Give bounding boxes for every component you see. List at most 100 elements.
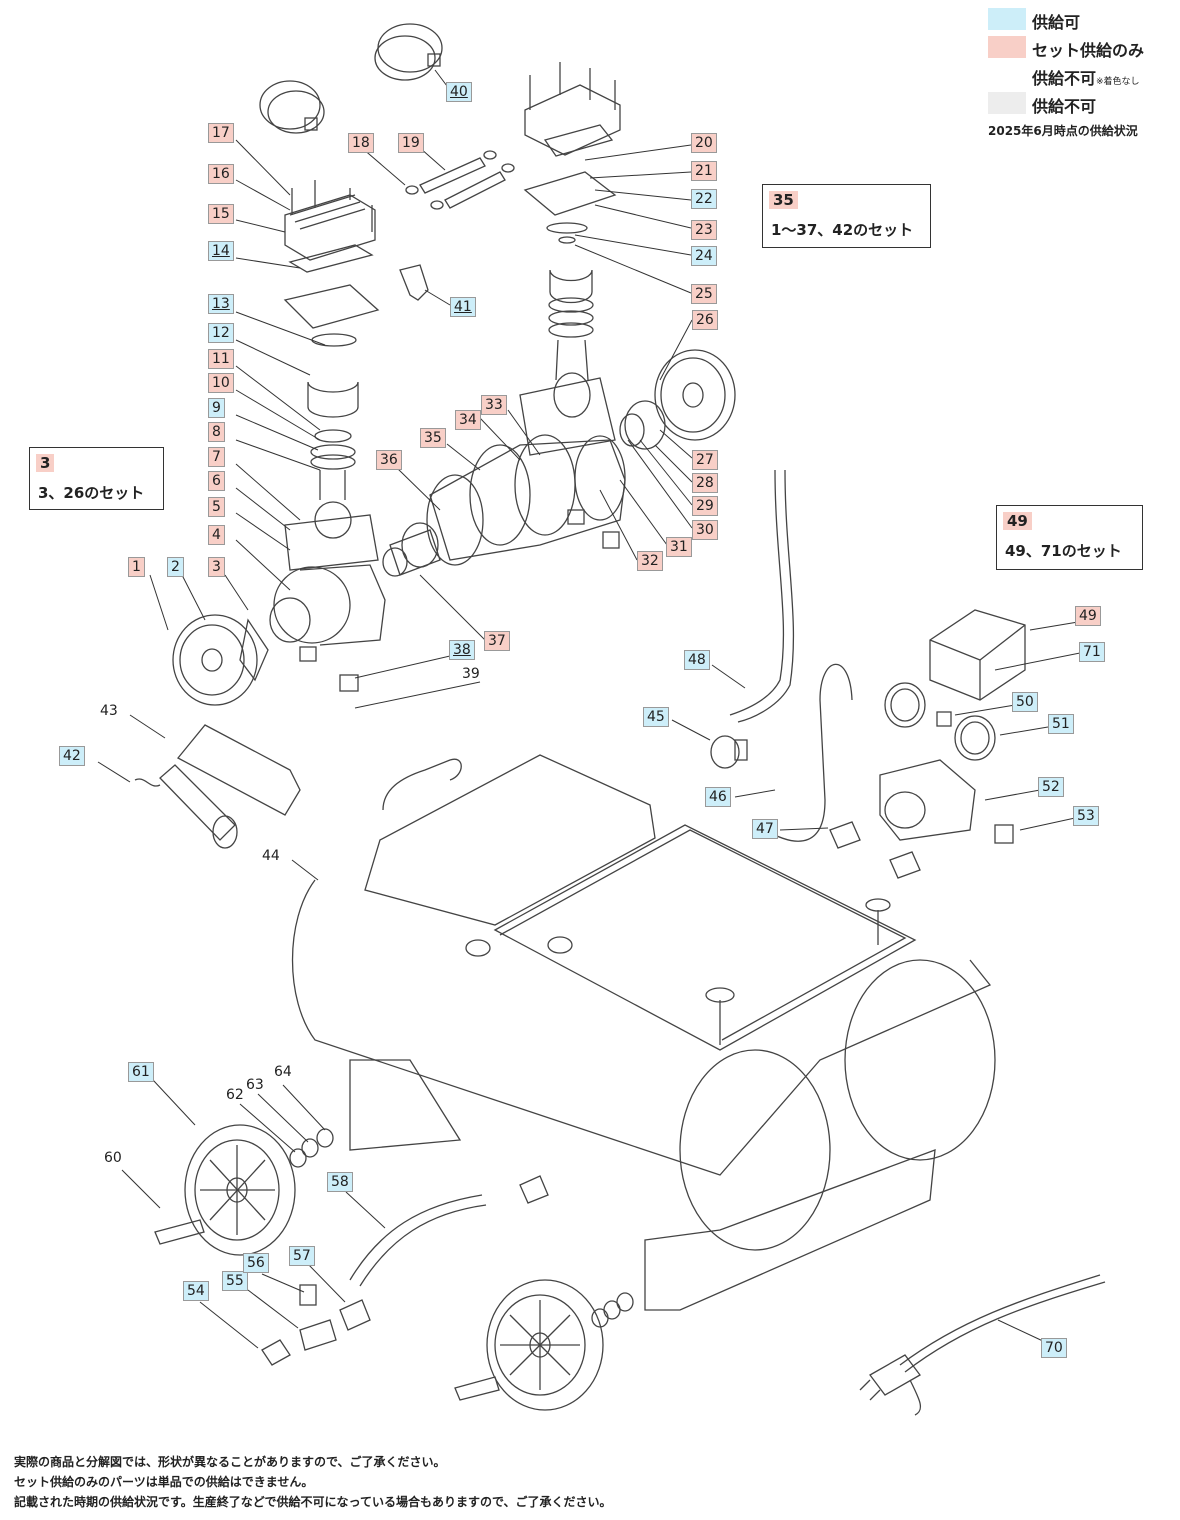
- part-label-32: 32: [637, 551, 663, 571]
- part-label-35: 35: [420, 428, 446, 448]
- set-box-number: 3: [36, 454, 55, 472]
- capacitor-cover: [176, 724, 301, 816]
- part-label-43: 43: [100, 703, 118, 719]
- rubber-feet: [299, 509, 620, 692]
- part-label-50: 50: [1012, 692, 1038, 712]
- part-label-3: 3: [208, 557, 225, 577]
- part-label-38: 38: [449, 640, 475, 660]
- air-filter-top: [374, 23, 443, 81]
- drain-hose: [349, 1194, 483, 1281]
- part-label-61: 61: [128, 1062, 154, 1082]
- left-crankcase: [269, 564, 386, 646]
- part-label-57: 57: [289, 1246, 315, 1266]
- part-label-42: 42: [59, 746, 85, 766]
- part-label-8: 8: [208, 422, 225, 442]
- part-label-22: 22: [691, 189, 717, 209]
- right-fan-cover: [619, 349, 736, 450]
- footer-notes: 実際の商品と分解図では、形状が異なることがありますので、ご了承ください。 セット…: [14, 1452, 612, 1512]
- part-label-63: 63: [246, 1077, 264, 1093]
- manifold: [879, 759, 1014, 844]
- part-label-40: 40: [446, 82, 472, 102]
- set-box-number: 49: [1003, 512, 1032, 530]
- legend-swatch-set-only: [988, 36, 1026, 58]
- part-label-10: 10: [208, 373, 234, 393]
- legend-set-only: セット供給のみ: [988, 34, 1178, 62]
- part-label-46: 46: [705, 787, 731, 807]
- part-label-17: 17: [208, 123, 234, 143]
- part-label-58: 58: [327, 1172, 353, 1192]
- footer-line-2: セット供給のみのパーツは単品での供給はできません。: [14, 1475, 314, 1489]
- part-label-62: 62: [226, 1087, 244, 1103]
- legend-swatch-unavailable: [988, 92, 1026, 114]
- part-label-12: 12: [208, 323, 234, 343]
- part-label-53: 53: [1073, 806, 1099, 826]
- footer-line-1: 実際の商品と分解図では、形状が異なることがありますので、ご了承ください。: [14, 1455, 446, 1469]
- motor-body: [382, 434, 626, 577]
- legend-unavailable-note: ※着色なし: [1096, 77, 1140, 87]
- part-label-30: 30: [692, 520, 718, 540]
- part-label-33: 33: [481, 395, 507, 415]
- right-cylinder-head: [519, 62, 621, 456]
- drain-hose-edge: [359, 1204, 487, 1287]
- legend-unavailable-text: 供給不可: [1032, 69, 1097, 88]
- part-label-31: 31: [666, 537, 692, 557]
- legend: 供給可 セット供給のみ 供給不可※着色なし 供給不可 2025年6月時点の供給状…: [988, 6, 1178, 139]
- footer-line-3: 記載された時期の供給状況です。生産終了などで供給不可になっている場合もありますの…: [14, 1495, 612, 1509]
- legend-unavailable: 供給不可: [988, 90, 1178, 118]
- legend-label-set-only: セット供給のみ: [1032, 41, 1145, 60]
- wheel-right: [486, 1279, 604, 1411]
- part-label-56: 56: [243, 1253, 269, 1273]
- capacitor: [134, 764, 238, 849]
- part-label-16: 16: [208, 164, 234, 184]
- wheel-hardware: [154, 1128, 634, 1401]
- part-label-24: 24: [691, 246, 717, 266]
- air-hose: [729, 469, 785, 716]
- set-box-number: 35: [769, 191, 798, 209]
- set-box-text: 3、26のセット: [38, 484, 145, 502]
- part-label-18: 18: [348, 133, 374, 153]
- part-label-15: 15: [208, 204, 234, 224]
- part-label-44: 44: [262, 848, 280, 864]
- valves: [710, 735, 921, 879]
- part-label-36: 36: [376, 450, 402, 470]
- part-label-26: 26: [692, 310, 718, 330]
- part-label-13: 13: [208, 294, 234, 314]
- part-label-20: 20: [691, 133, 717, 153]
- set-box-text: 49、71のセット: [1005, 542, 1122, 560]
- part-label-55: 55: [222, 1271, 248, 1291]
- part-label-64: 64: [274, 1064, 292, 1080]
- part-label-1: 1: [128, 557, 145, 577]
- part-label-37: 37: [484, 631, 510, 651]
- part-label-7: 7: [208, 447, 225, 467]
- part-label-70: 70: [1041, 1338, 1067, 1358]
- pressure-switch: [929, 609, 1026, 701]
- set-box-text: 1～37、42のセット: [771, 221, 914, 239]
- part-label-27: 27: [692, 450, 718, 470]
- legend-unavailable-uncolored: 供給不可※着色なし: [988, 62, 1178, 90]
- part-label-9: 9: [208, 398, 225, 418]
- legend-available: 供給可: [988, 6, 1178, 34]
- tank-assembly: [291, 754, 996, 1311]
- part-label-23: 23: [691, 220, 717, 240]
- pressure-gauges: [884, 682, 996, 761]
- part-label-28: 28: [692, 473, 718, 493]
- left-cylinder-head: [283, 180, 380, 571]
- left-fan-cover: [172, 614, 269, 706]
- part-label-49: 49: [1075, 606, 1101, 626]
- part-label-52: 52: [1038, 777, 1064, 797]
- set-box-49: 49 49、71のセット: [996, 505, 1143, 570]
- part-label-60: 60: [104, 1150, 122, 1166]
- part-label-34: 34: [455, 410, 481, 430]
- part-label-51: 51: [1048, 714, 1074, 734]
- legend-label-unavailable-uncolored: 供給不可※着色なし: [1032, 65, 1140, 89]
- drain-fittings: [261, 1175, 549, 1366]
- part-label-41: 41: [450, 297, 476, 317]
- part-label-71: 71: [1079, 642, 1105, 662]
- power-cord: [859, 1274, 1106, 1416]
- part-label-21: 21: [691, 161, 717, 181]
- part-label-47: 47: [752, 819, 778, 839]
- legend-label-available: 供給可: [1032, 13, 1081, 32]
- wheel-left: [184, 1124, 296, 1256]
- set-box-35: 35 1～37、42のセット: [762, 184, 931, 248]
